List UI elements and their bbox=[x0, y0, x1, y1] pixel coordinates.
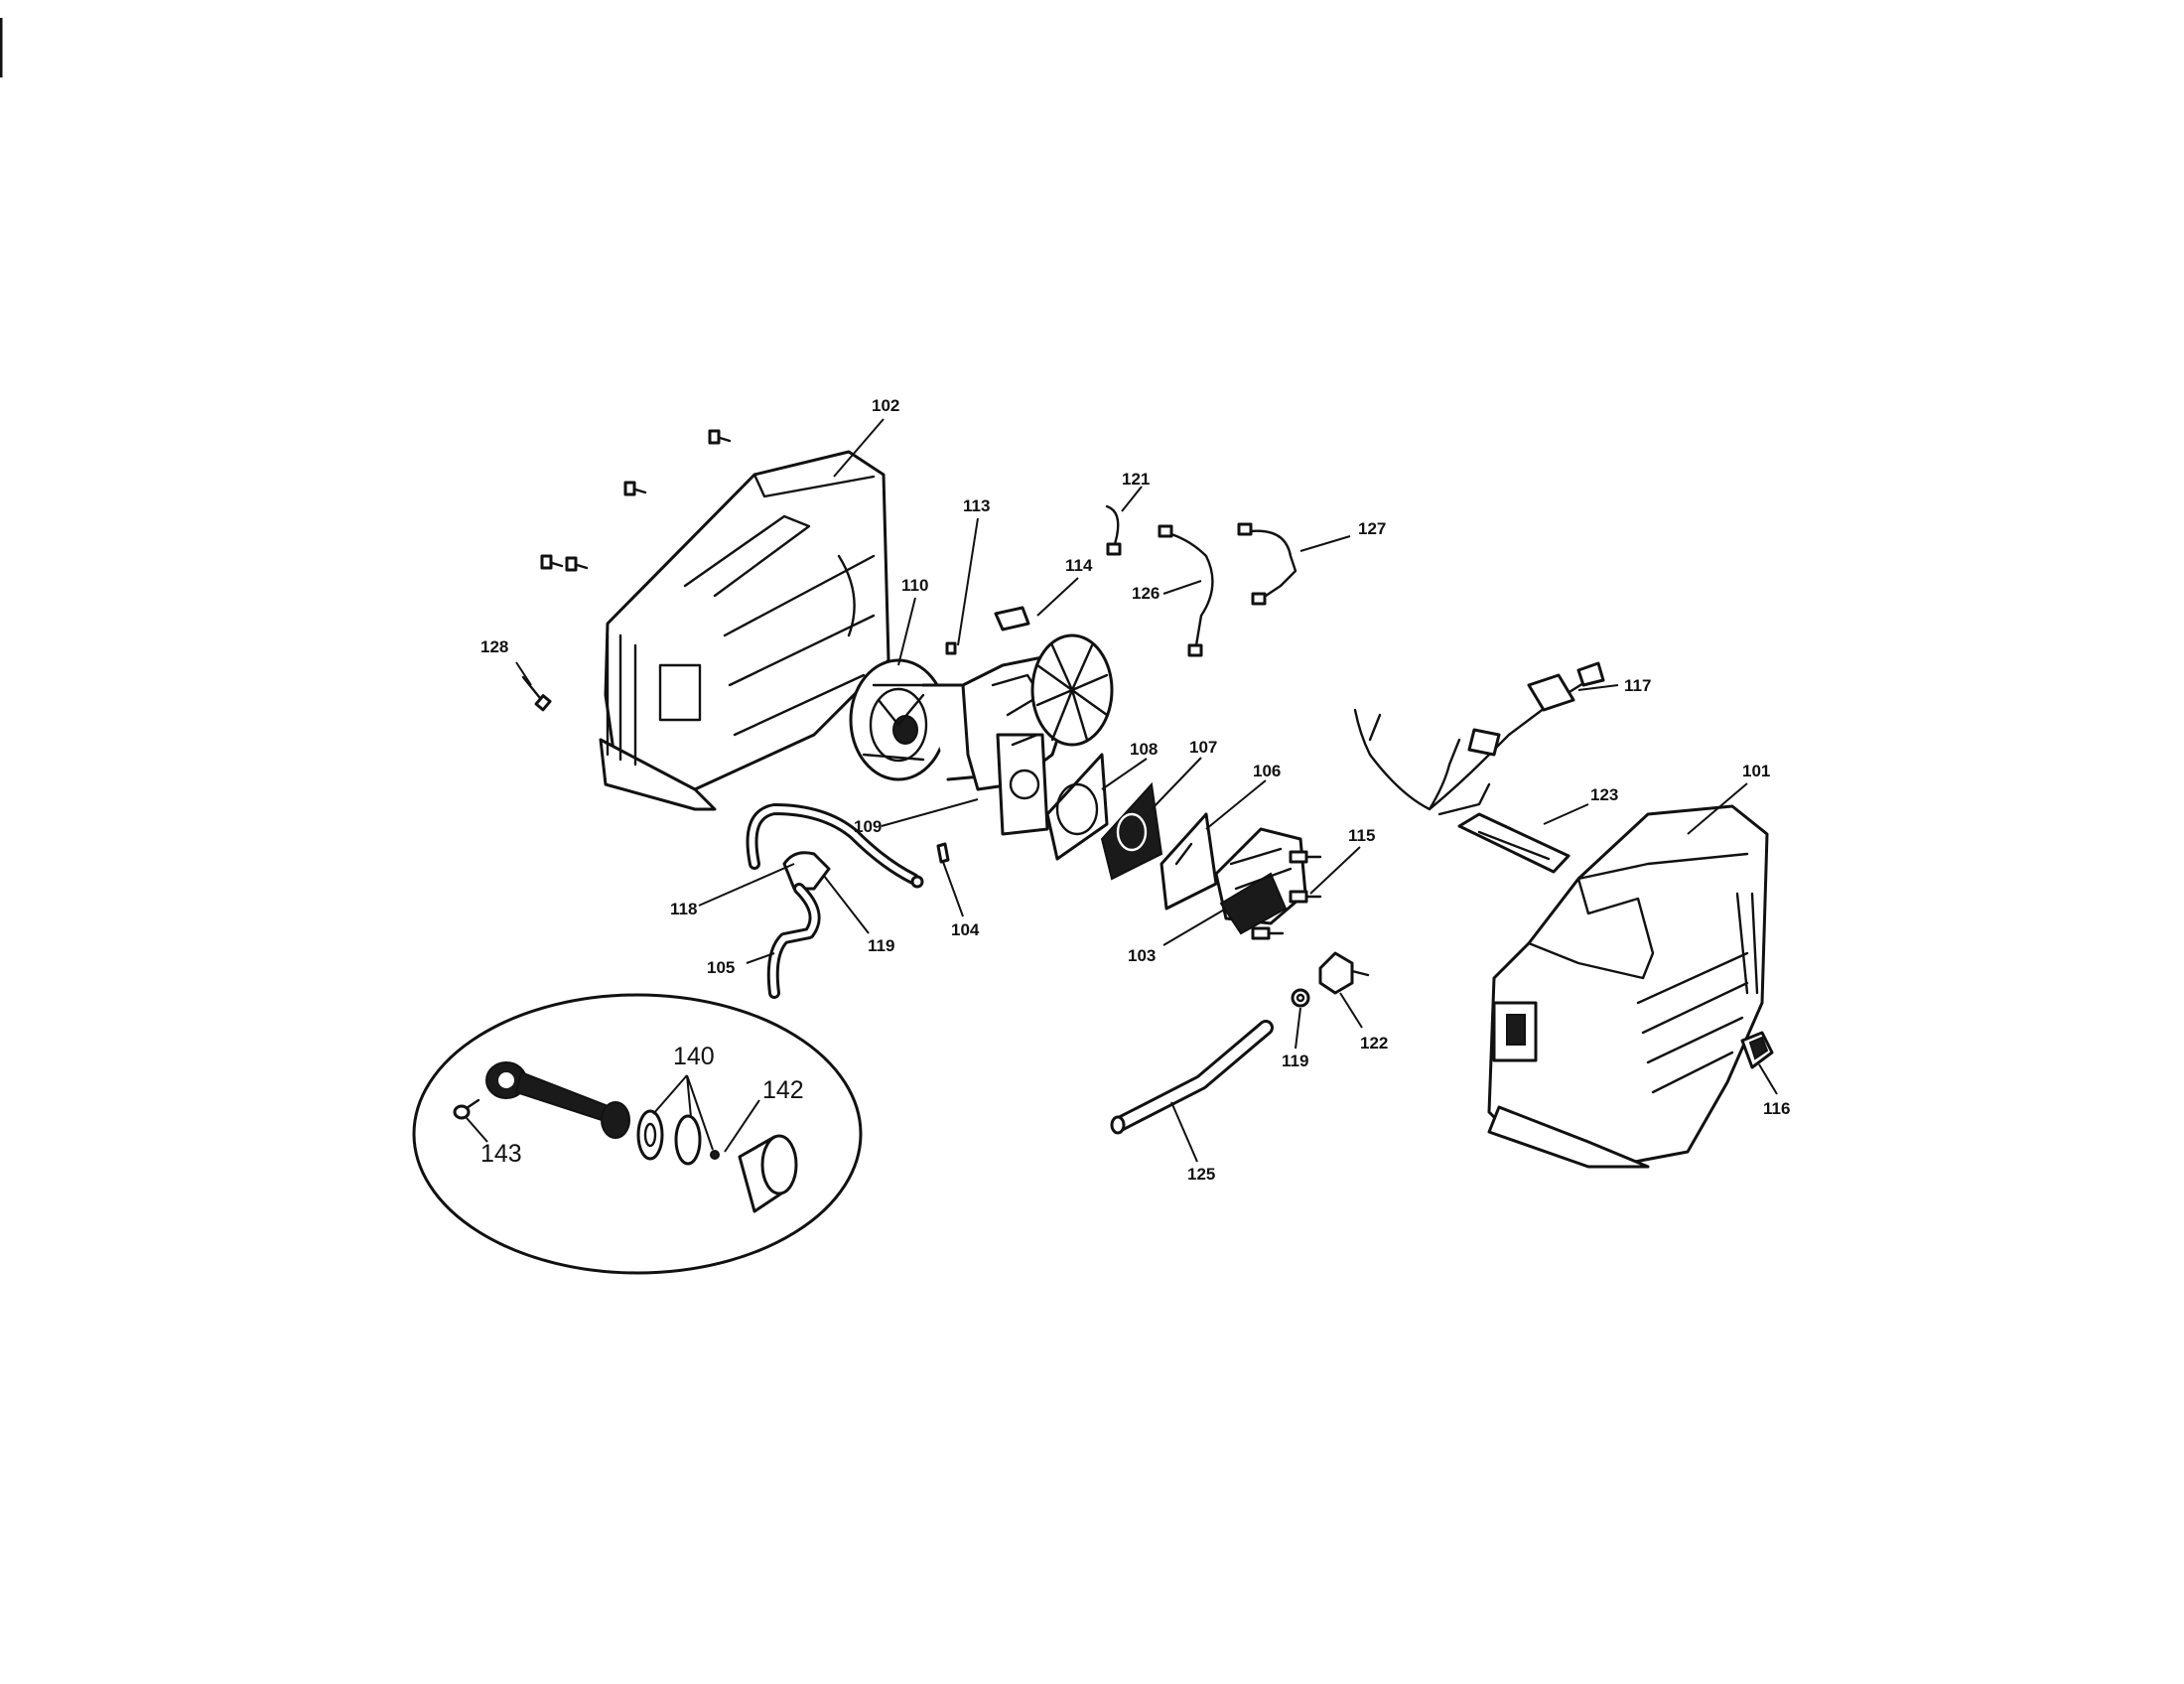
callout-107: 107 bbox=[1189, 738, 1217, 757]
hose-part-125 bbox=[1110, 1020, 1274, 1135]
head-part-103 bbox=[1214, 827, 1307, 935]
tube-part-118 bbox=[746, 803, 924, 889]
washers-part-140 bbox=[636, 1109, 720, 1166]
knob-part-116 bbox=[1740, 1031, 1774, 1069]
callout-102: 102 bbox=[872, 396, 899, 415]
wire-part-121 bbox=[1105, 504, 1122, 556]
callout-140: 140 bbox=[673, 1043, 715, 1070]
valve-plate-part-107 bbox=[1100, 781, 1163, 881]
bolts-part-115 bbox=[1251, 850, 1322, 940]
callout-108: 108 bbox=[1130, 740, 1158, 759]
gasket-part-108 bbox=[1045, 753, 1109, 861]
wire-part-127 bbox=[1237, 522, 1297, 606]
gasket-part-106 bbox=[1160, 812, 1218, 911]
inset-piston-assembly bbox=[412, 993, 863, 1275]
fitting-part-122 bbox=[1318, 951, 1370, 995]
callout-117: 117 bbox=[1624, 676, 1651, 695]
callout-104: 104 bbox=[951, 920, 980, 939]
callout-122: 122 bbox=[1360, 1034, 1388, 1052]
callout-109: 109 bbox=[854, 817, 882, 836]
callout-126: 126 bbox=[1132, 584, 1160, 603]
right-shroud-part-101 bbox=[1487, 804, 1769, 1169]
power-cord-part-117 bbox=[1353, 661, 1605, 816]
left-shroud-part-102 bbox=[599, 450, 890, 811]
callout-115: 115 bbox=[1348, 826, 1375, 845]
block-part-114 bbox=[994, 606, 1030, 632]
callout-101: 101 bbox=[1742, 762, 1770, 780]
callout-142: 142 bbox=[762, 1076, 804, 1104]
callout-106: 106 bbox=[1253, 762, 1281, 780]
fan-part bbox=[1030, 633, 1114, 747]
callout-119a: 119 bbox=[868, 936, 894, 955]
screw-part-143 bbox=[453, 1098, 480, 1120]
screws-part-102 bbox=[540, 429, 732, 572]
connecting-rod-part bbox=[485, 1061, 630, 1139]
fitting-part-119 bbox=[782, 851, 831, 891]
callout-119b: 119 bbox=[1282, 1052, 1308, 1070]
callout-114: 114 bbox=[1065, 556, 1093, 575]
callout-121: 121 bbox=[1122, 470, 1150, 489]
callout-128: 128 bbox=[480, 637, 508, 656]
bolt-part-113 bbox=[945, 641, 957, 655]
callout-125: 125 bbox=[1187, 1165, 1215, 1184]
fitting-part-104 bbox=[936, 842, 950, 864]
callout-123: 123 bbox=[1590, 785, 1618, 804]
cylinder-part-142 bbox=[738, 1134, 798, 1213]
callout-110: 110 bbox=[901, 576, 928, 595]
switch-part-123 bbox=[1457, 812, 1570, 874]
motor-part bbox=[961, 633, 1114, 836]
callout-103: 103 bbox=[1128, 946, 1156, 965]
callout-118: 118 bbox=[670, 900, 697, 918]
leader-lines bbox=[466, 418, 1778, 1163]
tube-part-105 bbox=[766, 883, 821, 999]
callout-113: 113 bbox=[963, 496, 990, 515]
nut-part-119 bbox=[1291, 988, 1310, 1008]
callout-143: 143 bbox=[480, 1140, 522, 1168]
callout-127: 127 bbox=[1358, 519, 1386, 538]
screw-part-128 bbox=[521, 675, 552, 712]
wire-part-126 bbox=[1158, 524, 1214, 657]
callouts: 102 113 121 127 110 114 126 128 117 108 … bbox=[480, 396, 1790, 1184]
callout-116: 116 bbox=[1763, 1099, 1790, 1118]
callout-105: 105 bbox=[707, 958, 735, 977]
